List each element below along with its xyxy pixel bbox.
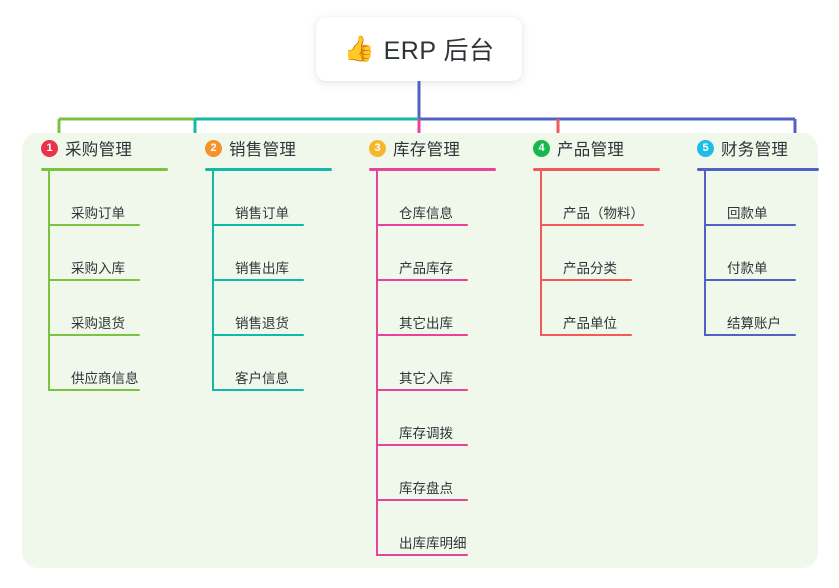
branch-item-underline bbox=[212, 224, 304, 226]
branch-item-underline bbox=[48, 224, 140, 226]
branch-item-underline bbox=[48, 389, 140, 391]
branch-item[interactable]: 库存盘点 bbox=[376, 446, 514, 501]
branch-item[interactable]: 销售退货 bbox=[212, 281, 350, 336]
branch-item[interactable]: 结算账户 bbox=[704, 281, 838, 336]
branch-header-2[interactable]: 2 销售管理 bbox=[186, 133, 350, 163]
branch-item-list: 采购订单采购入库采购退货供应商信息 bbox=[48, 171, 186, 391]
branch-item-underline bbox=[48, 279, 140, 281]
branch-header-3[interactable]: 3 库存管理 bbox=[350, 133, 514, 163]
branch-item-list: 产品（物料） 产品分类产品单位 bbox=[540, 171, 678, 336]
branch-item-underline bbox=[376, 554, 468, 556]
branches-panel-background bbox=[22, 133, 818, 568]
branch-item[interactable]: 产品单位 bbox=[540, 281, 678, 336]
branch-item-underline bbox=[212, 334, 304, 336]
branch-item-underline bbox=[212, 389, 304, 391]
branch-item-underline bbox=[540, 334, 632, 336]
branch-item-underline bbox=[376, 334, 468, 336]
branch-item[interactable]: 采购退货 bbox=[48, 281, 186, 336]
branch-item-label: 采购退货 bbox=[71, 316, 125, 331]
branch-item-label: 供应商信息 bbox=[71, 371, 139, 386]
branch-item-underline bbox=[540, 224, 644, 226]
branch-item-label: 库存调拨 bbox=[399, 426, 453, 441]
branch-columns: 1 采购管理采购订单采购入库采购退货供应商信息 2 销售管理销售订单销售出库销售退货客… bbox=[22, 133, 819, 568]
branch-item[interactable]: 其它入库 bbox=[376, 336, 514, 391]
branch-header-rule bbox=[697, 168, 819, 171]
branch-number-badge: 3 bbox=[369, 139, 386, 157]
branch-item-underline bbox=[540, 279, 632, 281]
branch-item-label: 产品库存 bbox=[399, 261, 453, 276]
branch-item-label: 回款单 bbox=[727, 206, 768, 221]
branch-title: 产品管理 bbox=[557, 141, 625, 159]
branch-item-label: 付款单 bbox=[727, 261, 768, 276]
branch-item[interactable]: 供应商信息 bbox=[48, 336, 186, 391]
branch-item[interactable]: 产品分类 bbox=[540, 226, 678, 281]
branch-item[interactable]: 销售订单 bbox=[212, 171, 350, 226]
branch-item-underline bbox=[212, 279, 304, 281]
branch-column-1: 1 采购管理采购订单采购入库采购退货供应商信息 bbox=[22, 133, 186, 391]
branch-item-label: 销售出库 bbox=[235, 261, 289, 276]
branch-item-label: 销售退货 bbox=[235, 316, 289, 331]
branch-item-underline bbox=[376, 444, 468, 446]
branch-number-badge: 1 bbox=[41, 139, 58, 157]
branch-item[interactable]: 采购订单 bbox=[48, 171, 186, 226]
branch-item[interactable]: 其它出库 bbox=[376, 281, 514, 336]
branch-item-underline bbox=[704, 224, 796, 226]
branch-header-5[interactable]: 5 财务管理 bbox=[678, 133, 838, 163]
branch-item-underline bbox=[376, 389, 468, 391]
branch-number-badge: 4 bbox=[533, 139, 550, 157]
branch-item-label: 客户信息 bbox=[235, 371, 289, 386]
branch-item[interactable]: 产品（物料） bbox=[540, 171, 678, 226]
branch-item-label: 采购订单 bbox=[71, 206, 125, 221]
branch-number-badge: 5 bbox=[697, 139, 714, 157]
branch-column-3: 3 库存管理仓库信息产品库存其它出库其它入库库存调拨库存盘点出库库明细 bbox=[350, 133, 514, 556]
branch-item-label: 仓库信息 bbox=[399, 206, 453, 221]
branch-item-underline bbox=[376, 224, 468, 226]
branch-header-4[interactable]: 4 产品管理 bbox=[514, 133, 678, 163]
branch-title: 销售管理 bbox=[229, 141, 297, 159]
branch-item[interactable]: 产品库存 bbox=[376, 226, 514, 281]
branch-column-4: 4 产品管理产品（物料） 产品分类产品单位 bbox=[514, 133, 678, 336]
branch-item-underline bbox=[704, 279, 796, 281]
branch-item[interactable]: 销售出库 bbox=[212, 226, 350, 281]
branch-item-label: 其它出库 bbox=[399, 316, 453, 331]
branch-title: 库存管理 bbox=[393, 141, 461, 159]
branch-item-label: 库存盘点 bbox=[399, 481, 453, 496]
branch-item-label: 其它入库 bbox=[399, 371, 453, 386]
branch-item-label: 采购入库 bbox=[71, 261, 125, 276]
branch-item-underline bbox=[704, 334, 796, 336]
branch-item-label: 结算账户 bbox=[727, 316, 781, 331]
branch-header-rule bbox=[533, 168, 660, 171]
branch-column-5: 5 财务管理回款单付款单结算账户 bbox=[678, 133, 838, 336]
root-node-erp-backend[interactable]: 👍 ERP 后台 bbox=[316, 17, 522, 81]
branch-header-rule bbox=[205, 168, 332, 171]
thumbs-up-icon: 👍 bbox=[343, 34, 375, 63]
branch-item-list: 仓库信息产品库存其它出库其它入库库存调拨库存盘点出库库明细 bbox=[376, 171, 514, 556]
branch-column-2: 2 销售管理销售订单销售出库销售退货客户信息 bbox=[186, 133, 350, 391]
branch-item-label: 出库库明细 bbox=[399, 536, 467, 551]
branch-item-underline bbox=[376, 279, 468, 281]
branch-item[interactable]: 出库库明细 bbox=[376, 501, 514, 556]
branch-item-underline bbox=[376, 499, 468, 501]
branch-title: 财务管理 bbox=[721, 141, 789, 159]
branch-header-rule bbox=[369, 168, 496, 171]
branch-item[interactable]: 回款单 bbox=[704, 171, 838, 226]
branch-title: 采购管理 bbox=[65, 141, 133, 159]
branch-item-list: 销售订单销售出库销售退货客户信息 bbox=[212, 171, 350, 391]
branch-item[interactable]: 仓库信息 bbox=[376, 171, 514, 226]
branch-item-label: 产品单位 bbox=[563, 316, 617, 331]
branch-item[interactable]: 客户信息 bbox=[212, 336, 350, 391]
branch-item-list: 回款单付款单结算账户 bbox=[704, 171, 838, 336]
branch-item-label: 销售订单 bbox=[235, 206, 289, 221]
branch-header-1[interactable]: 1 采购管理 bbox=[22, 133, 186, 163]
branch-item[interactable]: 库存调拨 bbox=[376, 391, 514, 446]
branch-item-underline bbox=[48, 334, 140, 336]
branch-header-rule bbox=[41, 168, 168, 171]
branch-number-badge: 2 bbox=[205, 139, 222, 157]
root-node-label: ERP 后台 bbox=[383, 37, 495, 65]
branch-item[interactable]: 采购入库 bbox=[48, 226, 186, 281]
branch-item[interactable]: 付款单 bbox=[704, 226, 838, 281]
branch-item-label: 产品（物料） bbox=[563, 206, 644, 221]
branch-item-label: 产品分类 bbox=[563, 261, 617, 276]
